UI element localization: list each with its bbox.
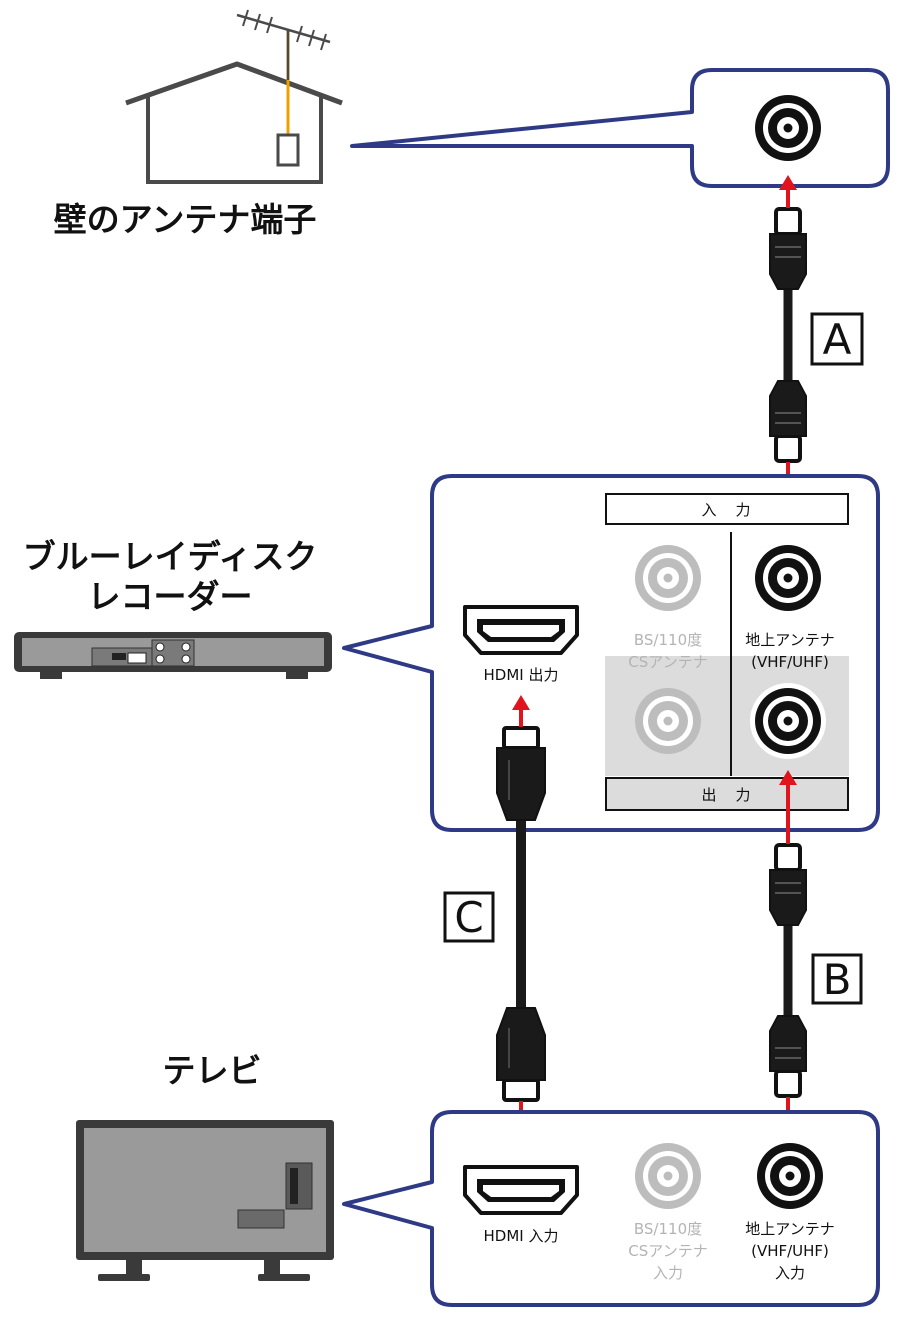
recorder-hdmi-output-port-icon[interactable] (463, 605, 579, 655)
wall-outlet-label: 壁のアンテナ端子 (54, 200, 317, 239)
cable-c (495, 695, 547, 1158)
recorder-hdmi-label: HDMI 出力 (484, 666, 559, 684)
cable-c-top-plug-icon (495, 726, 547, 822)
recorder-output-header: 出 力 (701, 786, 752, 804)
recorder-bs-cs-input-port-icon (635, 545, 701, 611)
recorder-bs-cs-output-port-icon (635, 688, 701, 754)
recorder-terrestrial-label-line-2: (VHF/UHF) (751, 653, 829, 671)
recorder-terrestrial-input-port-icon[interactable] (750, 540, 826, 616)
tv-hdmi-input-port-icon[interactable] (463, 1165, 579, 1215)
cable-c-letter: C (454, 893, 483, 942)
cable-b-top-plug-icon (768, 843, 808, 927)
tv-label: テレビ (163, 1051, 262, 1090)
tv-terrestrial-label-line-2: (VHF/UHF) (751, 1242, 829, 1260)
recorder-bs-label-line-1: BS/110度 (634, 631, 702, 649)
cable-b-bottom-plug-icon (768, 1014, 808, 1098)
recorder-input-header: 入 力 (701, 501, 752, 519)
cable-b-badge (811, 953, 863, 1005)
tv-hdmi-label: HDMI 入力 (484, 1227, 559, 1245)
recorder-label-line-2: レコーダー (88, 577, 253, 616)
cable-b-letter: B (823, 955, 852, 1004)
wall-outlet-callout (350, 68, 890, 188)
cable-a-bottom-plug-icon (768, 379, 808, 463)
tv-bs-label-line-2: CSアンテナ (628, 1242, 707, 1260)
arrow-up-icon (512, 695, 530, 710)
cable-a-badge (810, 312, 864, 366)
house-antenna-illustration (125, 9, 343, 184)
tv-terrestrial-label-line-1: 地上アンテナ (745, 1220, 834, 1238)
tv-terrestrial-input-port-icon[interactable] (752, 1138, 828, 1214)
tv-bs-label-line-1: BS/110度 (634, 1220, 702, 1238)
tv-callout (342, 1110, 880, 1307)
recorder-terrestrial-label-line-1: 地上アンテナ (745, 631, 834, 649)
arrow-up-icon (779, 770, 797, 785)
cable-a-top-plug-icon (768, 207, 808, 291)
recorder-label-line-1: ブルーレイディスク (23, 537, 318, 576)
cable-a-letter: A (823, 315, 852, 364)
cable-c-badge (443, 891, 495, 943)
cable-c-bottom-plug-icon (495, 1006, 547, 1102)
wall-antenna-port-icon[interactable] (750, 90, 826, 166)
tv-illustration (76, 1120, 334, 1281)
arrow-up-icon (779, 175, 797, 190)
recorder-illustration (14, 632, 332, 679)
tv-terrestrial-label-line-3: 入力 (775, 1264, 805, 1282)
recorder-terrestrial-output-port-icon[interactable] (750, 683, 826, 759)
recorder-bs-label-line-2: CSアンテナ (628, 653, 707, 671)
tv-bs-label-line-3: 入力 (653, 1264, 683, 1282)
tv-bs-cs-input-port-icon (635, 1143, 701, 1209)
